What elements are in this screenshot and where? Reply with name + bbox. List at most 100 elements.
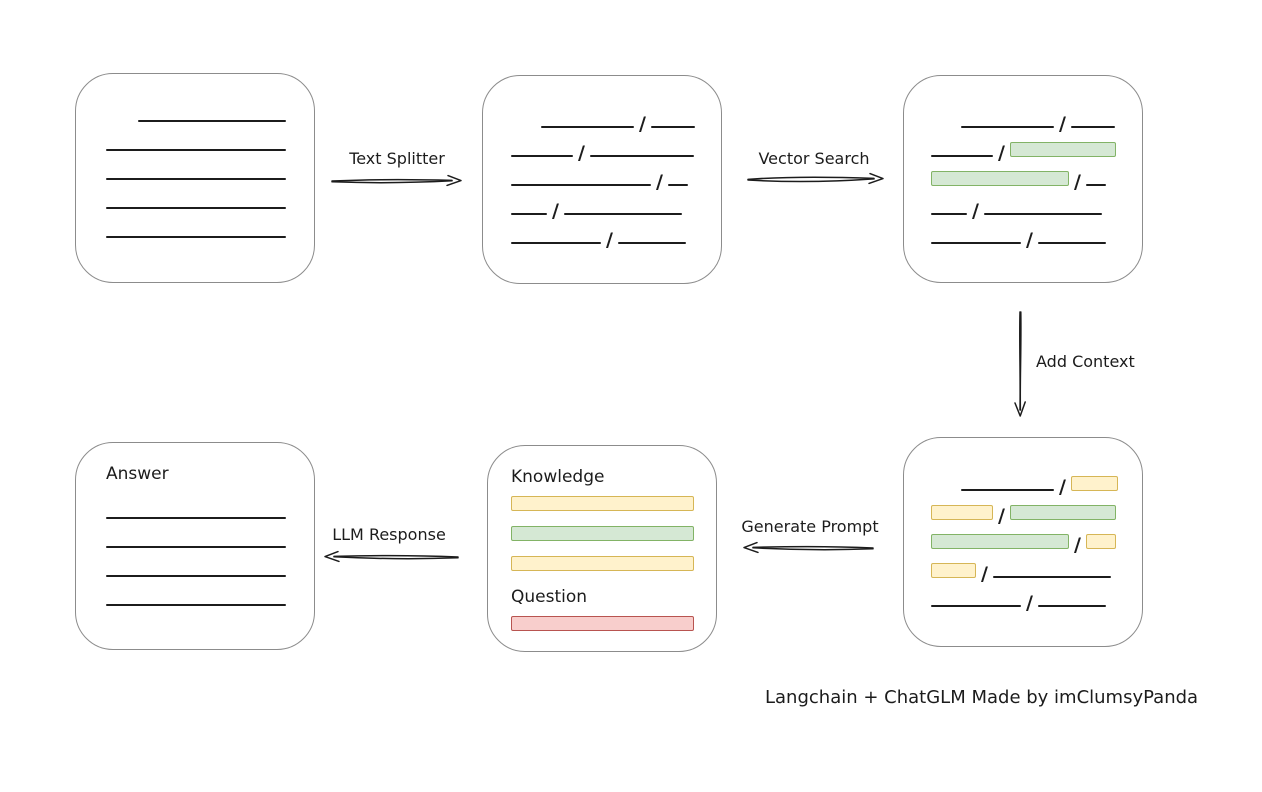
green-chunk [931, 171, 1069, 186]
slash-separator: / [552, 200, 559, 222]
text-line [667, 184, 688, 186]
text-line [961, 126, 1054, 128]
text-line [106, 178, 286, 180]
question-bars [511, 616, 694, 631]
answer-lines [106, 490, 286, 606]
generate-prompt-label: Generate Prompt [741, 517, 879, 536]
yellow-bar [511, 496, 694, 511]
search-results-box: / / / / / [903, 75, 1143, 283]
text-line [589, 155, 694, 157]
question-heading: Question [511, 587, 588, 607]
text-splitter-label: Text Splitter [349, 149, 445, 168]
chunk-row [106, 209, 286, 238]
text-line [511, 213, 547, 215]
green-chunk [1009, 505, 1116, 520]
text-line [983, 213, 1102, 215]
add-context-label: Add Context [1036, 352, 1135, 371]
slash-separator: / [606, 229, 613, 251]
vector-search-arrow-right-icon [747, 172, 884, 185]
slash-separator: / [1074, 171, 1081, 193]
text-line [992, 576, 1111, 578]
chunk-row [106, 519, 286, 548]
slash-separator: / [972, 200, 979, 222]
slash-separator: / [998, 142, 1005, 164]
yellow-chunk [931, 505, 993, 520]
text-line [106, 236, 286, 238]
text-line [511, 184, 651, 186]
slash-separator: / [578, 142, 585, 164]
context-box: ///// [903, 437, 1143, 647]
chunk-row: / [931, 157, 1115, 192]
text-line [617, 242, 686, 244]
chunk-row [106, 122, 286, 151]
yellow-chunk [1085, 534, 1116, 549]
llm-response-label: LLM Response [332, 525, 446, 544]
chunk-row [106, 577, 286, 606]
yellow-chunk [1070, 476, 1118, 491]
slash-separator: / [1074, 534, 1081, 556]
chunk-row: / [511, 128, 694, 163]
text-line [106, 149, 286, 151]
llm-response-arrow-left-icon [324, 550, 459, 563]
green-chunk [1009, 142, 1116, 157]
answer-box: Answer [75, 442, 315, 650]
chunk-row: / [511, 186, 693, 221]
text-line [106, 207, 286, 209]
chunk-row: / [931, 462, 1118, 497]
text-line [106, 604, 286, 606]
text-line [511, 242, 601, 244]
document-box [75, 73, 315, 283]
chunk-row: / [931, 215, 1115, 250]
add-context-arrow-down-icon [1014, 311, 1026, 417]
chunk-row [106, 151, 286, 180]
green-bar [511, 526, 694, 541]
slash-separator: / [998, 505, 1005, 527]
text-line [1037, 242, 1106, 244]
chunk-row: / [931, 128, 1116, 163]
text-line [931, 155, 993, 157]
text-line [1070, 126, 1115, 128]
vector-search-label: Vector Search [758, 149, 870, 168]
slash-separator: / [981, 563, 988, 585]
text-line [541, 126, 634, 128]
chunk-row: / [931, 186, 1115, 221]
text-line [931, 242, 1021, 244]
text-line [961, 489, 1054, 491]
slash-separator: / [639, 113, 646, 135]
knowledge-heading: Knowledge [511, 467, 605, 487]
knowledge-bars [511, 496, 694, 571]
slash-separator: / [1059, 113, 1066, 135]
diagram-caption: Langchain + ChatGLM Made by imClumsyPand… [765, 687, 1199, 708]
prompt-box: Knowledge Question [487, 445, 717, 652]
slash-separator: / [656, 171, 663, 193]
chunk-row: / [931, 549, 1115, 584]
slash-separator: / [1026, 229, 1033, 251]
text-line [106, 575, 286, 577]
yellow-chunk [931, 563, 976, 578]
text-line [106, 546, 286, 548]
text-line [650, 126, 695, 128]
text-line [931, 213, 967, 215]
text-line [1037, 605, 1106, 607]
red-bar [511, 616, 694, 631]
generate-prompt-arrow-left-icon [743, 541, 874, 554]
chunk-row [106, 180, 286, 209]
green-chunk [931, 534, 1069, 549]
text-line [511, 155, 573, 157]
chunk-row: / [931, 491, 1116, 526]
slash-separator: / [1059, 476, 1066, 498]
split-chunks-box: / / / / / [482, 75, 722, 284]
chunk-row [106, 548, 286, 577]
text-line [106, 517, 286, 519]
chunk-row [106, 93, 286, 122]
chunk-row: / [931, 520, 1116, 555]
chunk-row: / [511, 215, 693, 250]
chunk-row [106, 490, 286, 519]
text-line [563, 213, 682, 215]
chunk-row: / [931, 578, 1115, 613]
answer-heading: Answer [106, 464, 169, 484]
text-line [1085, 184, 1106, 186]
text-splitter-arrow-right-icon [331, 174, 462, 187]
chunk-row: / [511, 99, 695, 134]
